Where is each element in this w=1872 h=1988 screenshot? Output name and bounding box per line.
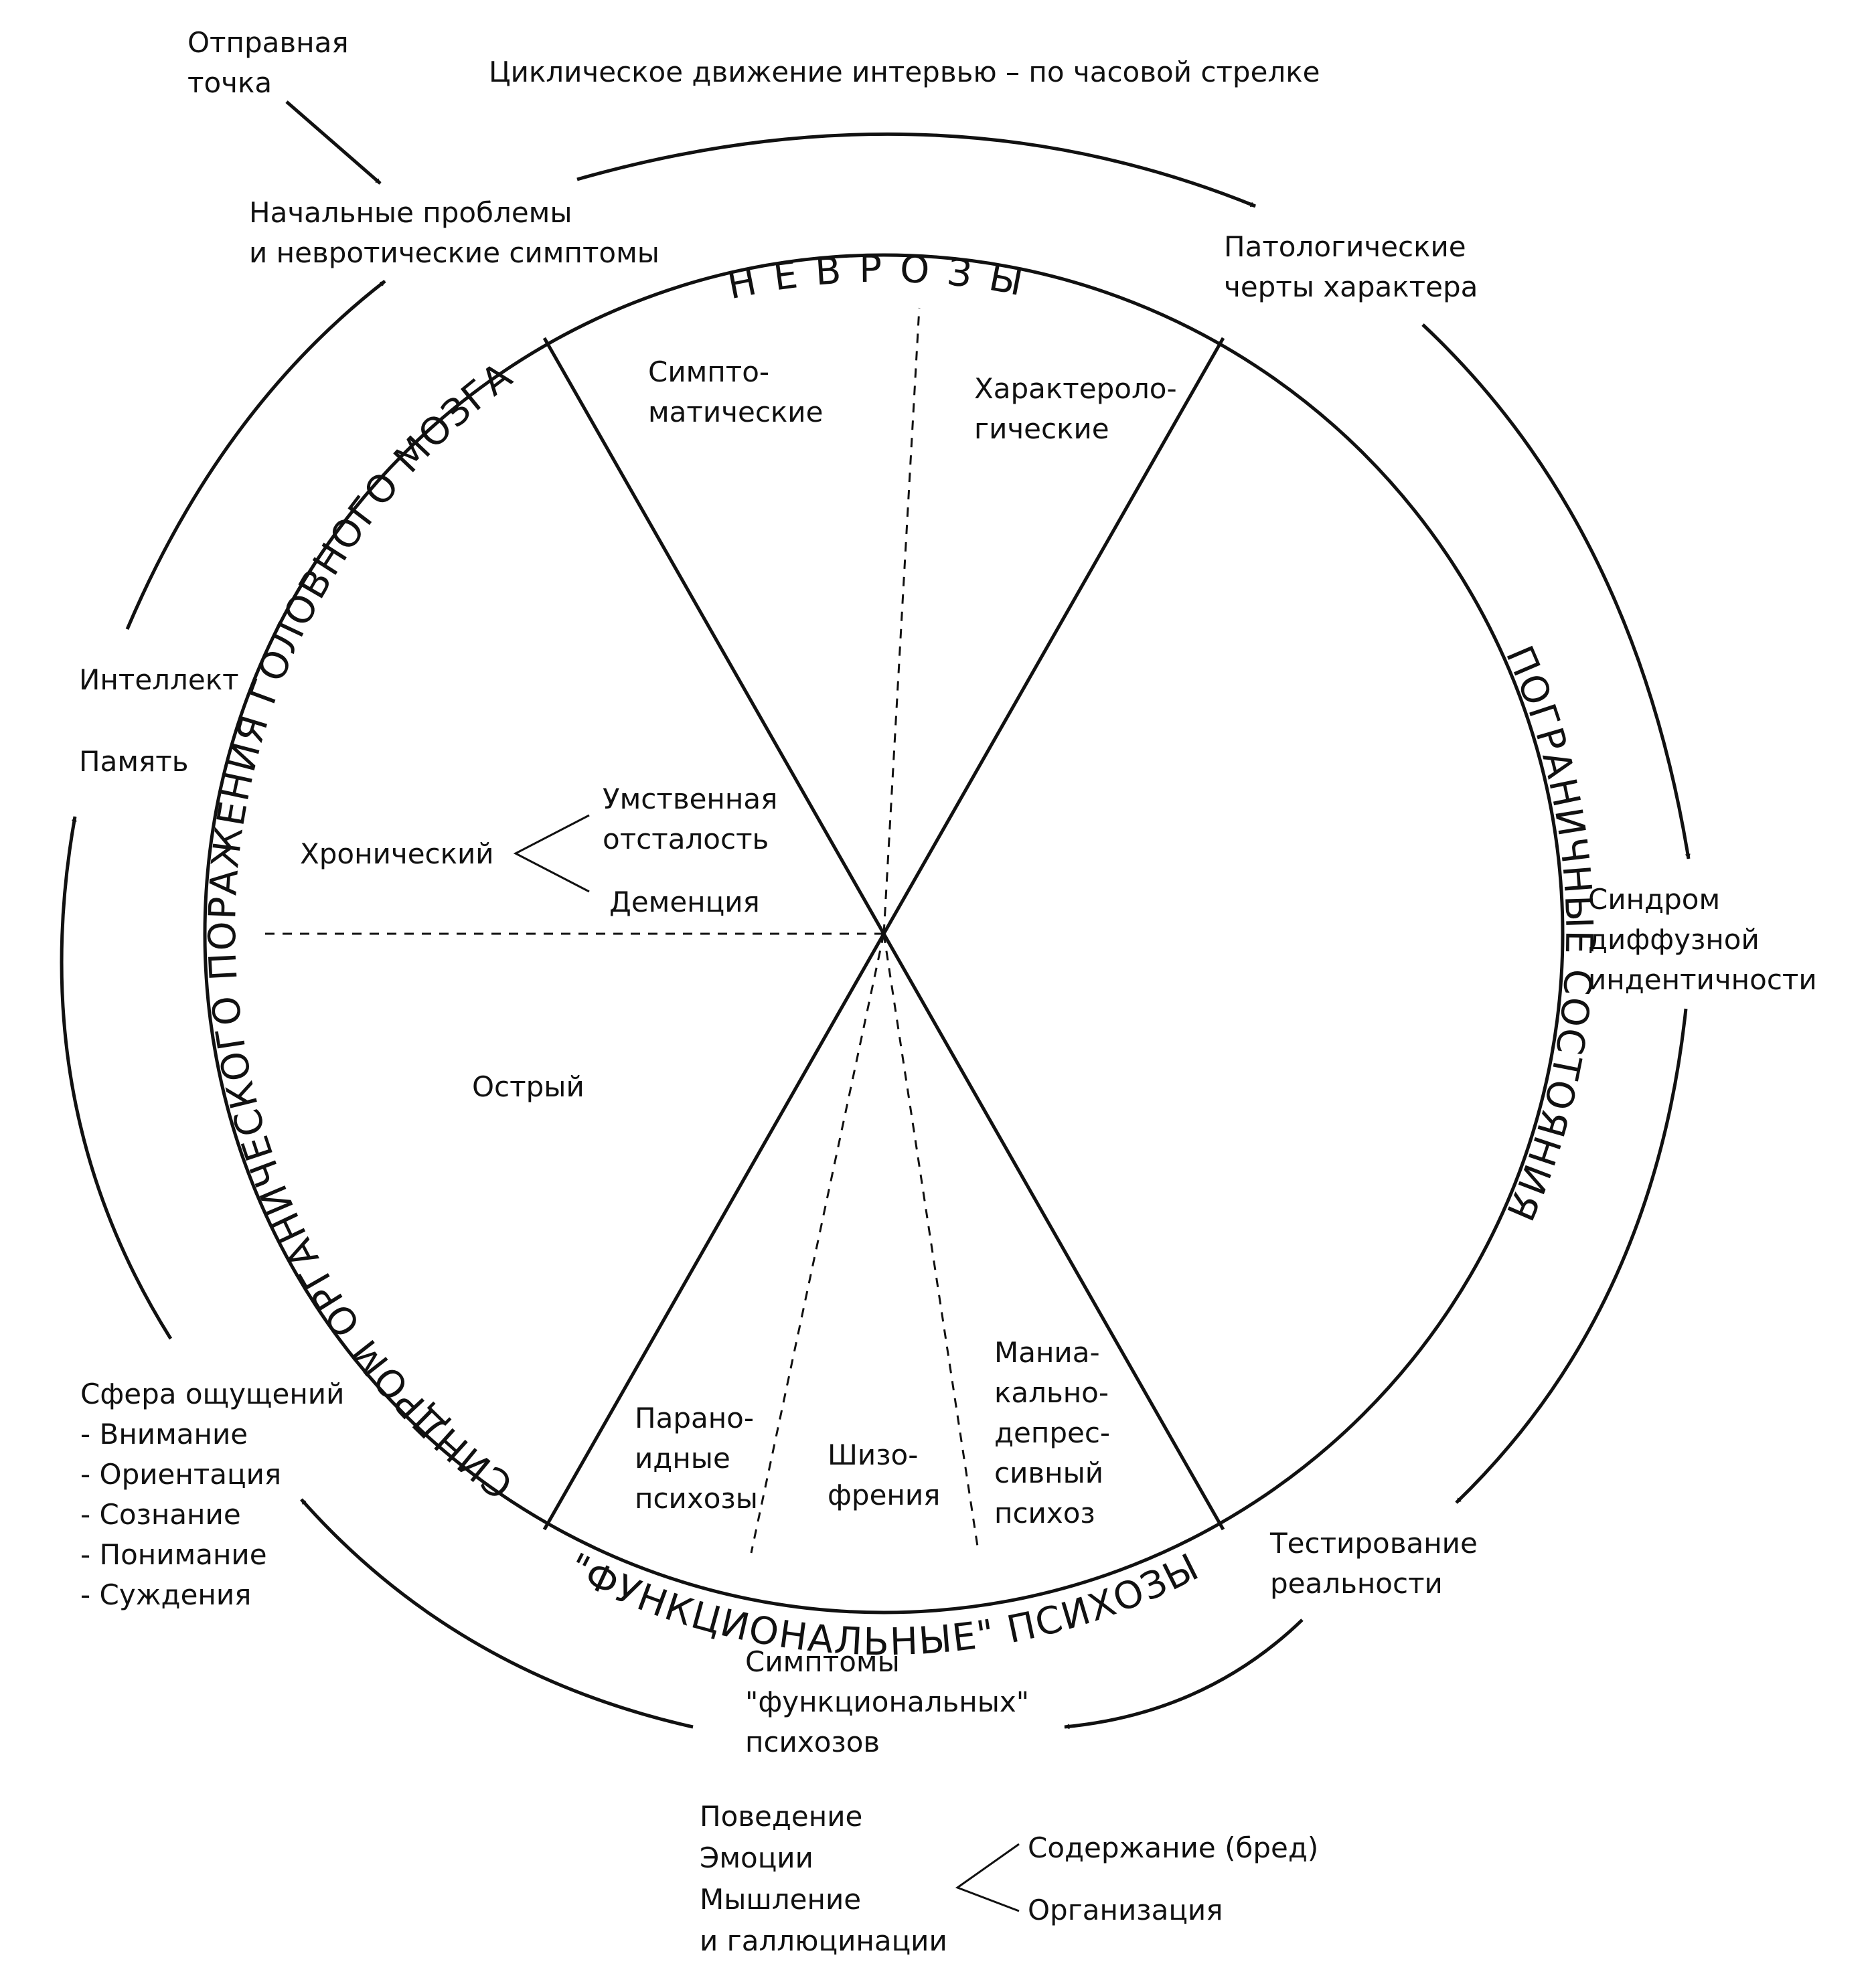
arrow-lower-right — [1455, 1008, 1688, 1504]
sector-paranoid-psychoses: Парано- идные психозы — [635, 1402, 763, 1515]
sector-characterological: Характероло- гические — [974, 372, 1186, 445]
chronic-branch-bracket — [513, 814, 590, 893]
arc-label-organic: СИНДРОМ ОРГАНИЧЕСКОГО ПОРАЖЕНИЯ ГОЛОВНОГ… — [201, 353, 521, 1507]
thought-organization-label: Организация — [1028, 1894, 1223, 1926]
arrow-upper-right — [1421, 323, 1691, 859]
thought-branch-bracket — [955, 1843, 1020, 1912]
sector-acute: Острый — [472, 1070, 584, 1103]
main-circle — [203, 253, 1565, 1614]
pathological-traits-label: Патологические черты характера — [1224, 230, 1478, 303]
initial-problems-label: Начальные проблемы и невротические симпт… — [249, 196, 659, 269]
circle-structure — [203, 253, 1565, 1614]
arrow-bottom-right — [1064, 1619, 1304, 1730]
memory-label: Память — [79, 745, 189, 778]
sector-manic-depressive: Маниа- кально- депрес- сивный психоз — [994, 1336, 1119, 1529]
start-point-label: Отправная точка — [187, 26, 358, 99]
thought-content-label: Содержание (бред) — [1028, 1831, 1318, 1864]
arrow-top — [576, 132, 1256, 208]
sector-mental-retardation: Умственная отсталость — [603, 782, 787, 855]
arrow-start-point — [285, 100, 382, 185]
cycle-direction-caption: Циклическое движение интервью – по часов… — [489, 56, 1320, 88]
sector-symptomatic: Симпто- матические — [648, 355, 823, 428]
functional-symptoms-label: Симптомы "функциональных" психозов — [745, 1645, 1038, 1758]
sector-chronic: Хронический — [300, 837, 494, 870]
sector-dementia: Деменция — [609, 886, 760, 918]
sensorium-list: Сфера ощущений - Внимание - Ориентация -… — [80, 1378, 354, 1611]
sector-schizophrenia: Шизо- френия — [828, 1438, 940, 1511]
arc-label-borderline: ПОГРАНИЧНЫЕ СОСТОЯНИЯ — [1497, 640, 1601, 1228]
diffuse-identity-label: Синдром диффузной индентичности — [1588, 883, 1817, 996]
dashed-line-up — [882, 307, 921, 934]
intellect-label: Интеллект — [79, 663, 239, 696]
behavior-list: Поведение Эмоции Мышление и галлюцинации — [700, 1800, 947, 1957]
arc-label-neuroses: НЕВРОЗЫ — [724, 248, 1043, 309]
cycle-arrows — [60, 100, 1691, 1730]
dashed-line-down-left — [750, 933, 885, 1554]
arrow-bottom-left — [300, 1498, 694, 1729]
reality-testing-label: Тестирование реальности — [1269, 1527, 1486, 1600]
arrow-lower-left — [60, 816, 173, 1340]
arrow-upper-left — [125, 280, 386, 630]
